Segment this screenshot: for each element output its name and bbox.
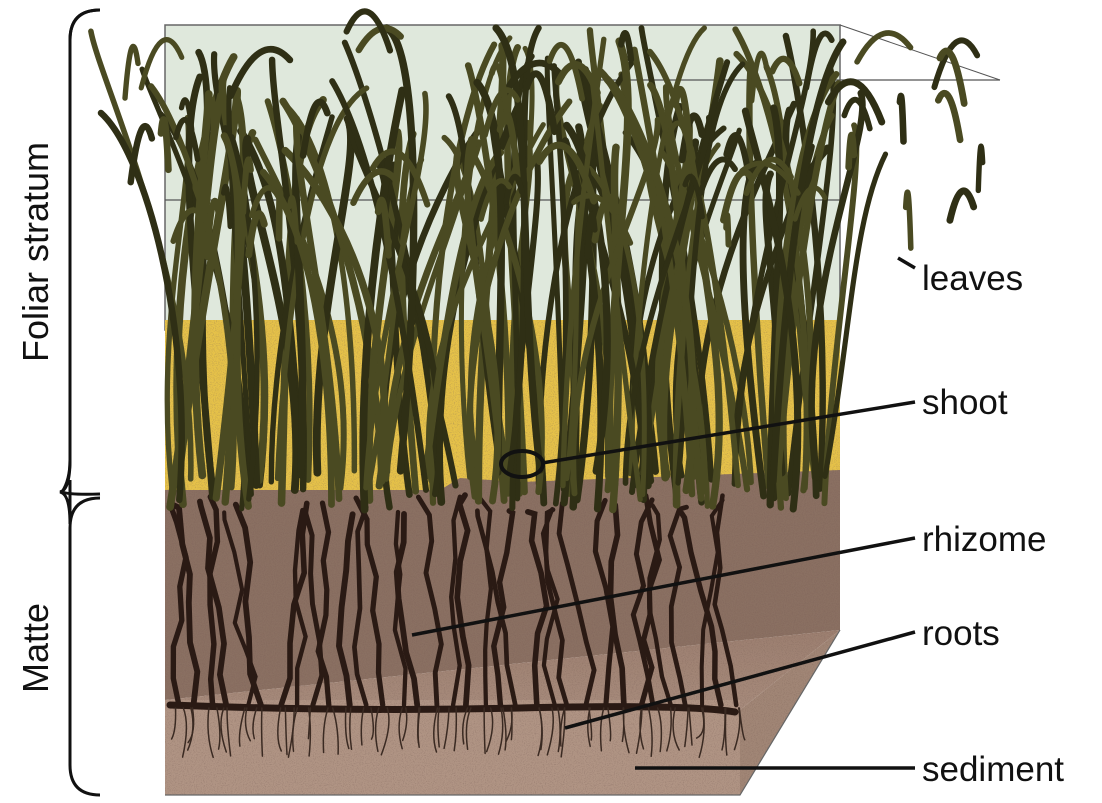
label-leaves: leaves [922,259,1023,298]
leaf-tip [978,146,982,190]
leaf-tip [279,193,280,239]
matte-bracket [70,498,100,795]
leaf-tip [131,126,152,182]
leaf-tip [125,46,138,98]
leaf-tip [726,215,728,245]
leaf-tip [857,33,910,62]
label-matte: Matte [15,603,56,693]
leaf-tip [161,120,168,170]
foliar-bracket [60,10,100,524]
label-shoot: shoot [922,383,1008,422]
leaves-pointer [898,258,915,268]
root [262,708,263,756]
label-roots: roots [922,614,1000,653]
leaf-tip [906,192,911,248]
leaf-tip [844,100,870,129]
label-sediment: sediment [922,750,1064,789]
root [511,708,512,740]
leaf-tip [938,93,960,140]
label-foliar-stratum: Foliar stratum [15,142,56,362]
label-rhizome: rhizome [922,520,1046,559]
leaf-tip [900,96,904,142]
leaf-tip [950,191,974,220]
